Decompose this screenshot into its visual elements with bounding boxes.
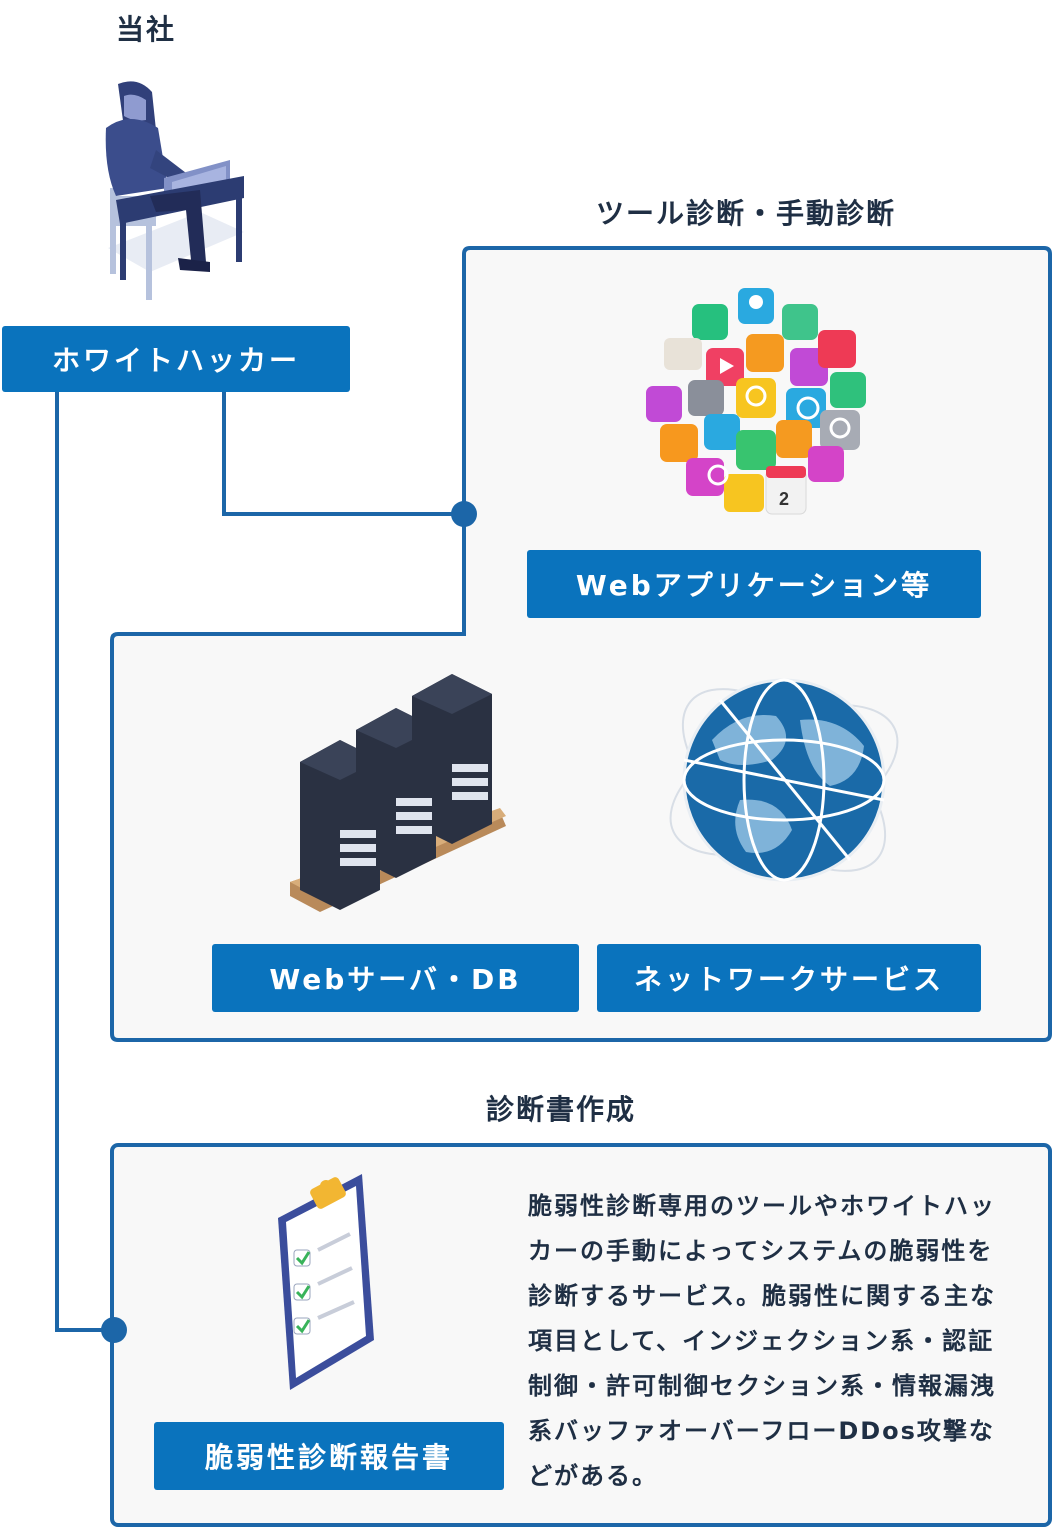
clipboard-illustration — [278, 1174, 374, 1390]
report-heading: 診断書作成 — [486, 1093, 637, 1126]
hacker-label: ホワイトハッカー — [2, 326, 350, 392]
connector-to-report — [55, 392, 112, 1332]
app-icons-illustration: 2 — [646, 288, 866, 515]
connector-dot-diagnosis — [451, 501, 477, 527]
report-description: 脆弱性診断専用のツールやホワイトハッカーの手動によってシステムの脆弱性を診断する… — [528, 1192, 996, 1490]
server-illustration — [290, 674, 506, 912]
connector-dot-report — [101, 1317, 127, 1343]
webapp-label: Webアプリケーション等 — [527, 550, 981, 618]
company-heading: 当社 — [116, 13, 177, 46]
globe-illustration — [669, 678, 899, 882]
network-label: ネットワークサービス — [597, 944, 981, 1012]
diagnosis-heading: ツール診断・手動診断 — [596, 197, 897, 230]
calendar-day: 2 — [779, 489, 789, 509]
connector-to-diagnosis — [222, 392, 464, 516]
server-label: Webサーバ・DB — [212, 944, 579, 1012]
hacker-illustration — [105, 81, 244, 300]
report-label: 脆弱性診断報告書 — [154, 1422, 504, 1490]
